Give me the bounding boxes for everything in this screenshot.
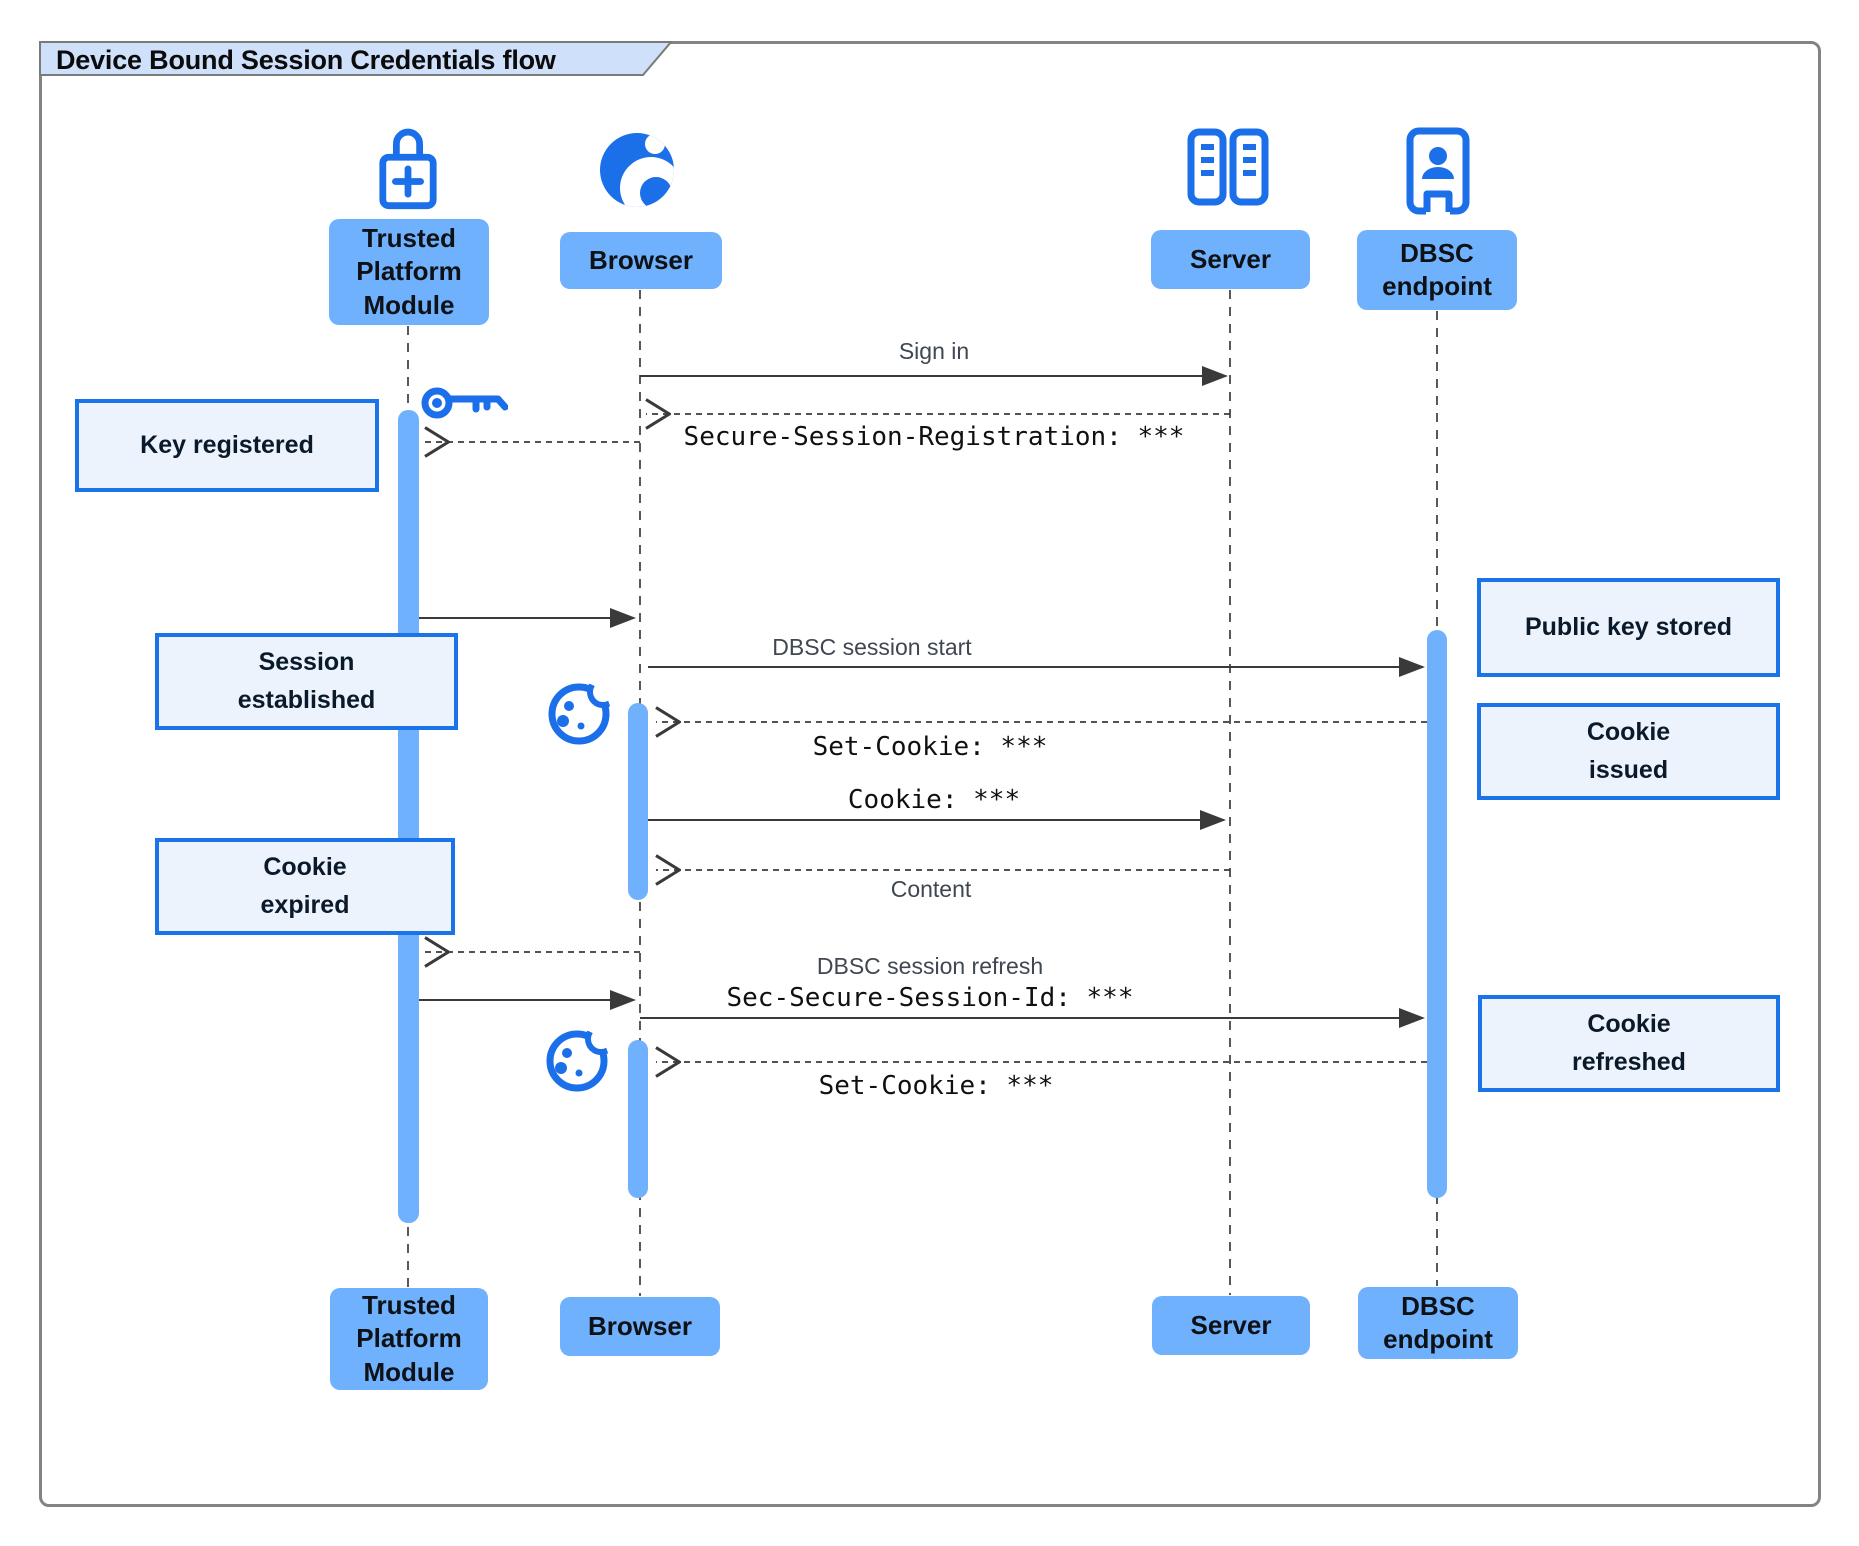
message-sec-secure-session-id: Sec-Secure-Session-Id: *** [726,983,1134,1013]
cookie-icon [546,1029,609,1092]
badge-person-icon [1406,127,1470,216]
participant-tpm-top: Trusted Platform Module [329,219,489,325]
note-session-established: Session established [155,633,458,730]
participant-tpm-bottom: Trusted Platform Module [330,1288,488,1390]
diagram-title: Device Bound Session Credentials flow [56,45,556,75]
participant-dbsc-bottom: DBSC endpoint [1358,1287,1518,1359]
participant-browser-top: Browser [560,232,722,289]
cookie-icon [548,682,611,745]
participant-server-bottom: Server [1152,1296,1310,1355]
key-icon [421,387,508,419]
globe-icon [600,133,674,207]
message-dbsc-session-refresh: DBSC session refresh [816,953,1044,979]
title-tab-shape [39,41,673,76]
message-secure-session-registration: Secure-Session-Registration: *** [683,422,1185,452]
note-cookie-issued: Cookie issued [1477,703,1780,800]
diagram-frame [39,41,1821,1507]
padlock-plus-icon [379,128,437,210]
message-cookie: Cookie: *** [847,785,1021,815]
message-set-cookie-1: Set-Cookie: *** [812,732,1048,762]
note-cookie-expired: Cookie expired [155,838,455,935]
participant-dbsc-top: DBSC endpoint [1357,230,1517,310]
title-tab [39,41,673,76]
note-cookie-refreshed: Cookie refreshed [1478,995,1780,1092]
participant-server-top: Server [1151,230,1310,289]
activation-bar-browser-2 [628,1040,648,1198]
message-content: Content [890,876,972,902]
participant-browser-bottom: Browser [560,1297,720,1356]
note-public-key-stored: Public key stored [1477,578,1780,677]
message-dbsc-session-start: DBSC session start [772,634,972,660]
server-racks-icon [1187,128,1269,206]
message-set-cookie-2: Set-Cookie: *** [818,1071,1054,1101]
activation-bar-dbsc [1427,630,1447,1198]
activation-bar-tpm [398,410,419,1223]
message-sign-in: Sign in [898,338,970,364]
activation-bar-browser-1 [628,703,648,900]
note-key-registered: Key registered [75,399,379,492]
